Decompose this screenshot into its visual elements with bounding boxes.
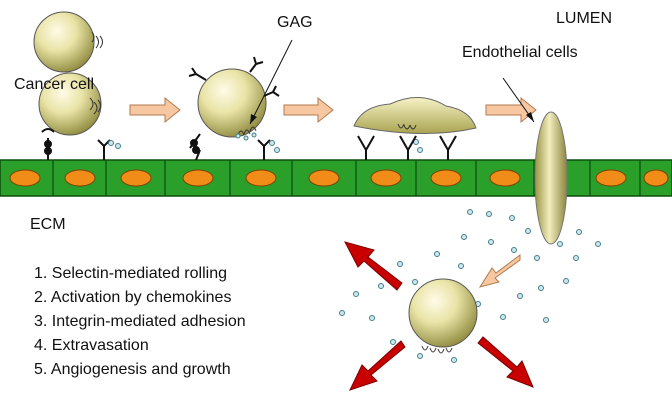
extravasation-arrow <box>478 254 521 288</box>
growth-arrows <box>344 241 534 391</box>
gag-pointer <box>249 39 293 125</box>
chemokine-dots-surface <box>108 139 423 153</box>
integrin-receptors <box>357 135 457 160</box>
lumen-label: LUMEN <box>556 10 613 27</box>
steps-list: 1. Selectin-mediated rolling 2. Activati… <box>34 264 246 384</box>
adhered-cancer-cell <box>353 97 477 134</box>
chemokine-cloud <box>339 209 601 363</box>
step-item: 4. Extravasation <box>34 337 149 354</box>
step-item: 2. Activation by chemokines <box>34 289 232 306</box>
rolling-cancer-cells <box>33 11 103 136</box>
endothelial-cells-label: Endothelial cells <box>462 44 578 61</box>
extravasated-cancer-cell <box>408 278 478 354</box>
endothelium <box>0 159 672 197</box>
step-item: 3. Integrin-mediated adhesion <box>34 313 246 330</box>
selectin-receptors <box>41 128 271 161</box>
gag-label: GAG <box>277 14 313 31</box>
step-item: 5. Angiogenesis and growth <box>34 361 231 378</box>
activated-cancer-cell <box>188 56 280 141</box>
endothelial-cell-spindle <box>534 111 568 245</box>
step-item: 1. Selectin-mediated rolling <box>34 265 227 282</box>
cancer-cell-label: Cancer cell <box>14 76 95 93</box>
flow-arrows <box>129 96 537 124</box>
endothelial-pointer <box>502 77 535 123</box>
ecm-label: ECM <box>30 216 66 233</box>
